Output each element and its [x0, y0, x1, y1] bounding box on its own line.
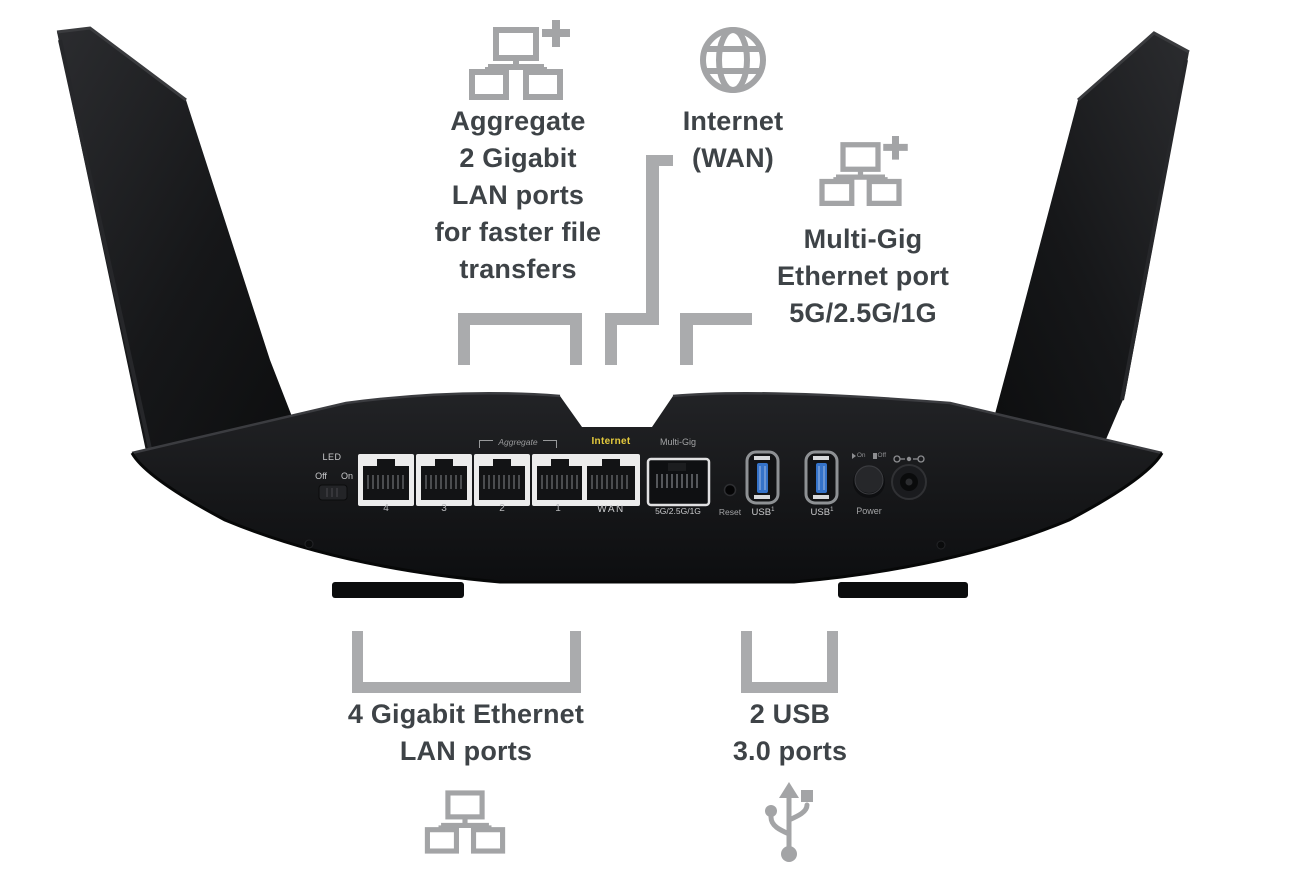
multi-gig-speeds-label: 5G/2.5G/1G [655, 506, 701, 516]
ethernet-port-4 [358, 454, 414, 506]
leader-usb-bracket-bottom [741, 682, 838, 693]
network-plus-icon [469, 20, 570, 100]
leader-lan-bracket-left-leg [352, 631, 363, 693]
reset-label: Reset [718, 507, 742, 517]
leader-aggregate-bracket-right-leg [570, 313, 582, 365]
usb-label-1: USB1 [745, 505, 781, 518]
callout-line: for faster file [434, 217, 602, 247]
leader-internet-bottom-arm [605, 313, 659, 325]
led-label: LED [322, 452, 342, 462]
multi-gig-label: Multi-Gig [659, 437, 696, 447]
callout-multi-gig: Multi-Gig Ethernet port 5G/2.5G/1G [758, 221, 968, 332]
leader-usb-bracket-left-leg [741, 631, 752, 693]
left-foot [332, 582, 464, 598]
ethernet-port-3 [416, 454, 472, 506]
leader-aggregate-bracket-top [458, 313, 582, 325]
callout-line: 3.0 ports [732, 736, 848, 766]
callout-line: 2 Gigabit [459, 143, 577, 173]
led-off-label: Off [315, 471, 327, 481]
callout-line: 2 USB [749, 699, 831, 729]
callout-internet-wan: Internet (WAN) [633, 103, 833, 177]
dc-power-jack [891, 464, 927, 500]
aggregate-label: Aggregate [498, 437, 538, 447]
port-number-3: 3 [441, 503, 447, 514]
wan-port [582, 454, 640, 506]
led-toggle-switch [318, 484, 348, 501]
leader-usb-bracket-right-leg [827, 631, 838, 693]
right-foot [838, 582, 968, 598]
leader-internet-vertical [646, 155, 659, 325]
usb-text: USB [810, 507, 831, 519]
power-on-icon: On [851, 452, 866, 460]
screw-hole [304, 539, 314, 549]
callout-line: Ethernet port [776, 261, 950, 291]
internet-label: Internet [591, 436, 631, 447]
left-antenna [56, 26, 305, 470]
callout-usb-ports: 2 USB 3.0 ports [690, 696, 890, 770]
power-off-text: Off [877, 452, 887, 459]
port-number-4: 4 [383, 503, 389, 514]
reset-hole [723, 483, 737, 497]
usb-text: USB [751, 507, 772, 519]
callout-line: LAN ports [399, 736, 533, 766]
right-antenna [988, 31, 1190, 465]
usb-superscript: 1 [830, 507, 834, 513]
power-off-icon: Off [872, 452, 887, 460]
leader-internet-leg [605, 313, 617, 365]
leader-multigig-arm [680, 313, 752, 325]
leader-multigig-leg [680, 313, 693, 365]
power-label: Power [856, 506, 882, 516]
callout-aggregate-lan: Aggregate 2 Gigabit LAN ports for faster… [368, 103, 668, 288]
aggregate-bracket-label: Aggregate [461, 438, 575, 448]
power-button [853, 465, 885, 498]
usb-port-1 [745, 450, 780, 505]
leader-lan-bracket-right-leg [570, 631, 581, 693]
bracket-right [542, 440, 557, 448]
callout-line: Multi-Gig [803, 224, 923, 254]
callout-line: 5G/2.5G/1G [789, 298, 937, 328]
callout-line: Internet [682, 106, 784, 136]
led-on-label: On [340, 471, 353, 481]
network-plus-icon [819, 136, 908, 206]
leader-aggregate-bracket-left-leg [458, 313, 470, 365]
usb-icon [765, 782, 813, 862]
power-on-off-icons: On Off [838, 452, 900, 460]
usb-label-2: USB1 [804, 505, 840, 518]
globe-icon [700, 27, 766, 93]
callout-line: 4 Gigabit Ethernet [347, 699, 585, 729]
multi-gig-port [646, 457, 711, 507]
screw-hole [936, 540, 946, 550]
callout-line: transfers [459, 254, 577, 284]
usb-port-2 [804, 450, 839, 505]
power-on-text: On [856, 452, 866, 459]
bracket-left [479, 440, 494, 448]
port-number-1: 1 [555, 503, 561, 514]
leader-lan-bracket-bottom [352, 682, 581, 693]
wan-label: WAN [597, 504, 625, 515]
lan-and-wan-ports [358, 454, 640, 506]
dc-polarity-icon [893, 455, 925, 463]
port-number-2: 2 [499, 503, 505, 514]
network-icon [424, 790, 506, 854]
callout-line: LAN ports [451, 180, 585, 210]
ethernet-port-1 [532, 454, 588, 506]
usb-superscript: 1 [771, 507, 775, 513]
ethernet-port-2 [474, 454, 530, 506]
callout-lan-ports: 4 Gigabit Ethernet LAN ports [316, 696, 616, 770]
callout-line: Aggregate [450, 106, 586, 136]
callout-line: (WAN) [692, 143, 774, 173]
leader-internet-top-nub [646, 155, 673, 166]
